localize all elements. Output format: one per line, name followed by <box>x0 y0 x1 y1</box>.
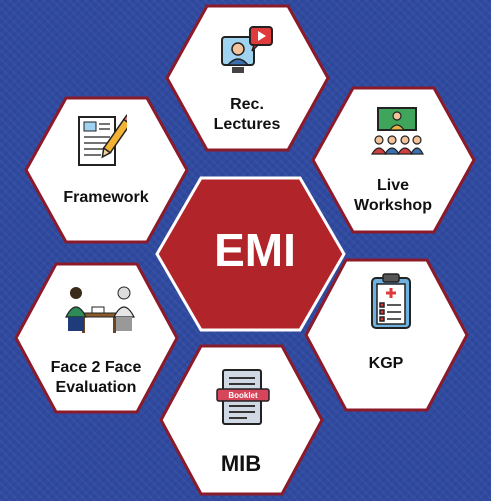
label-rec-lectures-line1: Rec. <box>230 96 264 113</box>
label-face2face: Face 2 Face Evaluation <box>36 358 156 398</box>
label-mib-line1: MIB <box>220 451 262 476</box>
evaluation-meeting-icon <box>65 286 135 333</box>
label-framework: Framework <box>46 188 166 208</box>
label-rec-lectures: Rec. Lectures <box>187 95 307 135</box>
booklet-icon: Booklet <box>216 369 270 425</box>
label-kgp: KGP <box>326 354 446 374</box>
video-lecture-icon <box>221 26 273 73</box>
label-kgp-line1: KGP <box>368 355 404 372</box>
label-live-workshop: Live Workshop <box>333 176 453 216</box>
label-mib: MIB <box>181 451 301 477</box>
document-pencil-icon <box>78 114 127 166</box>
label-live-workshop-line1: Live <box>376 177 409 194</box>
hex-kgp <box>304 258 469 412</box>
clipboard-medical-icon <box>371 273 411 329</box>
label-face2face-line1: Face 2 Face <box>50 359 142 376</box>
hex-framework <box>24 96 189 244</box>
hex-center <box>155 176 346 332</box>
booklet-badge: Booklet <box>228 391 258 400</box>
hex-live-workshop <box>311 86 476 234</box>
hex-rec-lectures <box>165 4 330 152</box>
hex-face2face <box>14 262 179 414</box>
label-face2face-line2: Evaluation <box>55 379 137 396</box>
workshop-presentation-icon <box>370 107 424 155</box>
label-framework-line1: Framework <box>63 189 149 206</box>
label-live-workshop-line2: Workshop <box>354 197 432 214</box>
center-label: EMI <box>214 224 296 276</box>
label-rec-lectures-line2: Lectures <box>213 116 281 133</box>
